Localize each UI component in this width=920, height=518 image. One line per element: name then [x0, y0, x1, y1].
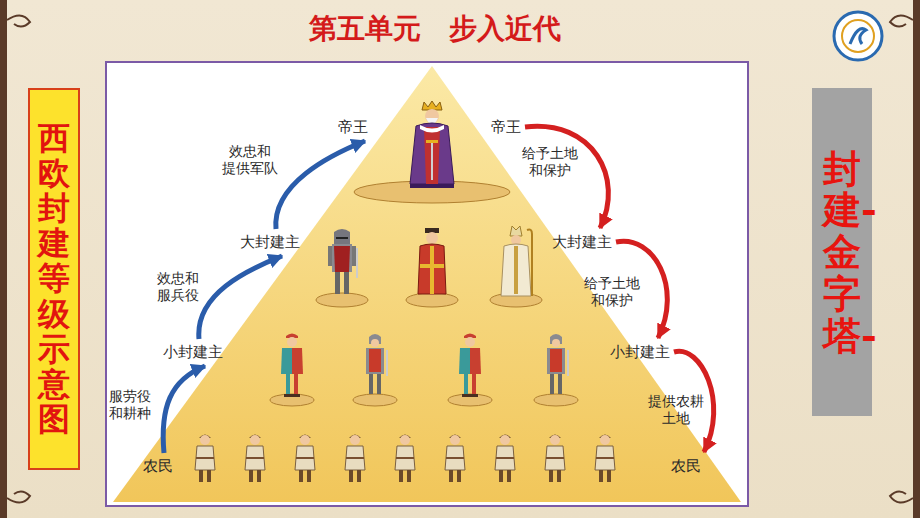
logo-ring: [842, 20, 874, 52]
page-ornament: [7, 15, 30, 26]
relation-label: 给予土地 和保护: [522, 145, 578, 179]
flow-arrow: [163, 366, 205, 453]
peasant-figure: [495, 435, 515, 483]
rank-label: 小封建主: [610, 343, 670, 361]
peasant-figure: [395, 435, 415, 483]
page-ornament: [890, 491, 913, 502]
vassal-figure: [547, 334, 569, 394]
vassal-figure: [366, 334, 388, 394]
vassal-figure: [281, 334, 303, 398]
peasant-figure: [595, 435, 615, 483]
rank-label: 大封建主: [552, 233, 612, 251]
peasant-figure: [345, 435, 365, 483]
platform: [406, 293, 458, 307]
title-box: 西欧封建等级示意图: [28, 88, 80, 470]
peasant-figure: [245, 435, 265, 483]
rank-name: 小封建主: [163, 343, 223, 361]
rank-label: 帝王: [491, 118, 521, 136]
relation-label: 服劳役 和耕种: [109, 388, 151, 422]
rank-name: 大封建主: [552, 233, 612, 251]
peasant-figure: [195, 435, 215, 483]
flow-arrow: [276, 141, 365, 229]
page-ornament: [0, 0, 7, 518]
lord-figure: [328, 229, 358, 294]
unit-title: 第五单元 步入近代: [0, 10, 870, 48]
peasant-figure: [295, 435, 315, 483]
page-ornament: [7, 491, 30, 502]
rank-label: 大封建主: [240, 233, 300, 251]
platform: [353, 394, 397, 406]
rank-name: 小封建主: [610, 343, 670, 361]
rank-label: 农民: [671, 457, 701, 475]
peasant-figure: [445, 435, 465, 483]
logo-ring: [834, 12, 882, 60]
rank-name: 大封建主: [240, 233, 300, 251]
vertical-title: 封建-金字塔-: [823, 148, 861, 357]
rank-label: 农民: [143, 457, 173, 475]
vassal-figure: [459, 334, 481, 398]
pyramid: [113, 66, 741, 502]
rank-name: 帝王: [338, 118, 368, 136]
platform: [316, 293, 368, 307]
rank-label: 帝王: [338, 118, 368, 136]
relation-label: 效忠和 提供军队: [222, 143, 278, 177]
picture-frame: [106, 62, 748, 506]
rank-label: 小封建主: [163, 343, 223, 361]
relation-label: 给予土地 和保护: [584, 275, 640, 309]
bishop-figure: [501, 226, 532, 296]
rank-name: 农民: [143, 457, 173, 475]
rank-name: 帝王: [491, 118, 521, 136]
flow-arrow: [199, 256, 282, 339]
school-logo: [834, 12, 882, 60]
relation-label: 提供农耕 土地: [648, 393, 704, 427]
page-ornament: [890, 15, 913, 26]
relation-label: 效忠和 服兵役: [157, 270, 199, 304]
platform: [534, 394, 578, 406]
vertical-title: 西欧封建等级示意图: [38, 121, 70, 438]
king-figure: [410, 101, 454, 188]
rank-name: 农民: [671, 457, 701, 475]
lord-figure: [418, 228, 446, 294]
page-ornament: [913, 0, 920, 518]
caption-box: 封建-金字塔-: [812, 88, 872, 416]
logo-mark: [850, 29, 866, 44]
peasant-figure: [545, 435, 565, 483]
